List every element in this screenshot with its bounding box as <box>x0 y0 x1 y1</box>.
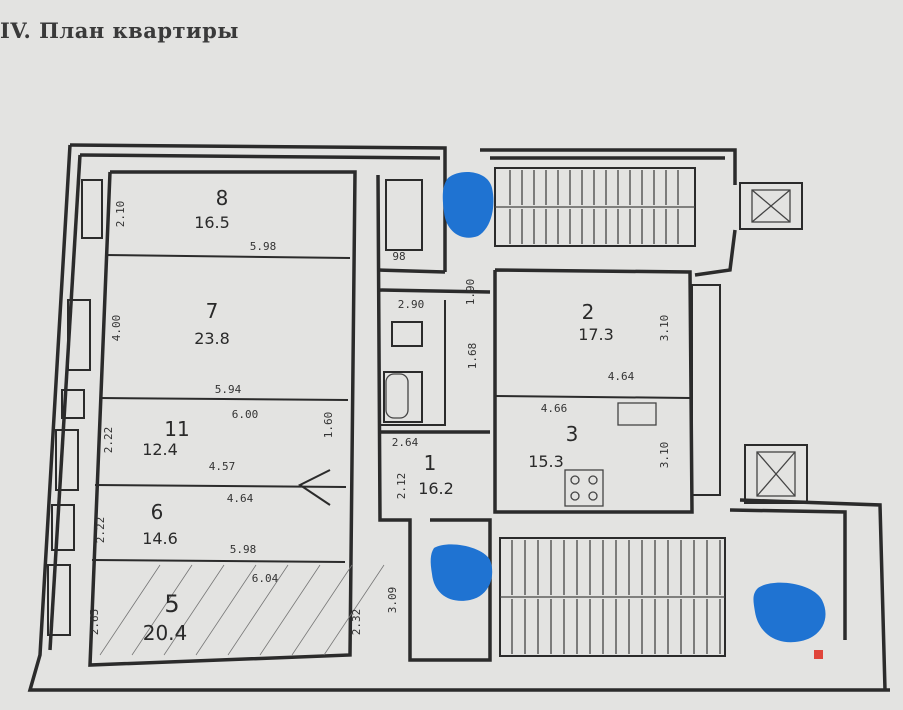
room-11-number: 11 <box>164 417 189 441</box>
dim-label: 2.32 <box>350 609 363 636</box>
dim-label: 1.90 <box>464 279 477 306</box>
dim-label: 2.90 <box>398 298 425 311</box>
dim-label: 2.64 <box>392 436 419 449</box>
dim-label: 2.65 <box>88 609 101 636</box>
hatch-line <box>259 564 321 656</box>
room-1-number: 1 <box>424 451 437 475</box>
hatch-line <box>195 564 257 656</box>
red-dot <box>814 650 823 659</box>
dim-label: 1.68 <box>466 343 479 370</box>
dim-label: 3.10 <box>658 442 671 469</box>
interior-walls <box>88 170 694 667</box>
dim-label: 2.12 <box>395 473 408 500</box>
dim-label: 3.10 <box>658 315 671 342</box>
dim-label: 4.64 <box>608 370 635 383</box>
dim-label: 5.94 <box>215 383 242 396</box>
dim-label: 98 <box>392 250 405 263</box>
dim-label: 3.09 <box>386 587 399 614</box>
dim-label: 2.10 <box>114 201 127 228</box>
dim-label: 5.98 <box>230 543 257 556</box>
room-6-area: 14.6 <box>142 529 178 548</box>
dim-label: 4.66 <box>541 402 568 415</box>
hatch-line <box>227 564 289 656</box>
fixtures <box>385 373 657 507</box>
room-5-area: 20.4 <box>143 621 188 645</box>
room-11-area: 12.4 <box>142 440 178 459</box>
room-8-number: 8 <box>216 186 229 210</box>
page-title: IV. План квартиры <box>0 18 239 43</box>
room-5-number: 5 <box>164 590 179 618</box>
hatch-line <box>131 564 193 656</box>
dim-label: 2.22 <box>102 427 115 454</box>
dim-label: 2.22 <box>94 517 107 544</box>
redaction-markers <box>430 172 826 659</box>
redaction-marker-middle <box>430 544 493 601</box>
room-7-number: 7 <box>206 299 219 323</box>
room-3-area: 15.3 <box>528 452 564 471</box>
dim-label: 4.64 <box>227 492 254 505</box>
room-7-area: 23.8 <box>194 329 230 348</box>
dim-label: 4.57 <box>209 460 236 473</box>
room-2-number: 2 <box>582 300 595 324</box>
room-8-area: 16.5 <box>194 213 230 232</box>
redaction-marker-right <box>753 582 826 643</box>
hatch-line <box>163 564 225 656</box>
dimension-labels: 2.10 5.98 4.00 5.94 6.00 2.22 4.57 4.64 … <box>88 201 671 636</box>
hatch-line <box>99 564 161 656</box>
shaft-top <box>739 182 803 230</box>
room-3-number: 3 <box>566 422 579 446</box>
hatching-room-5 <box>99 564 385 656</box>
dim-label: 4.00 <box>110 315 123 342</box>
outer-walls <box>27 143 890 692</box>
dim-label: 5.98 <box>250 240 277 253</box>
room-1-area: 16.2 <box>418 479 454 498</box>
room-labels: 8 16.5 7 23.8 11 12.4 6 14.6 5 20.4 2 17… <box>142 186 614 645</box>
redaction-marker-top <box>442 172 494 238</box>
stairs-bottom <box>499 537 726 657</box>
room-6-number: 6 <box>151 500 164 524</box>
hatch-line <box>291 564 353 656</box>
hatch-line <box>323 564 385 656</box>
dim-label: 6.00 <box>232 408 259 421</box>
dim-label: 6.04 <box>252 572 279 585</box>
room-2-area: 17.3 <box>578 325 614 344</box>
dim-label: 1.60 <box>322 412 335 439</box>
shaft-bottom <box>744 444 808 504</box>
stairs-top <box>494 167 696 247</box>
